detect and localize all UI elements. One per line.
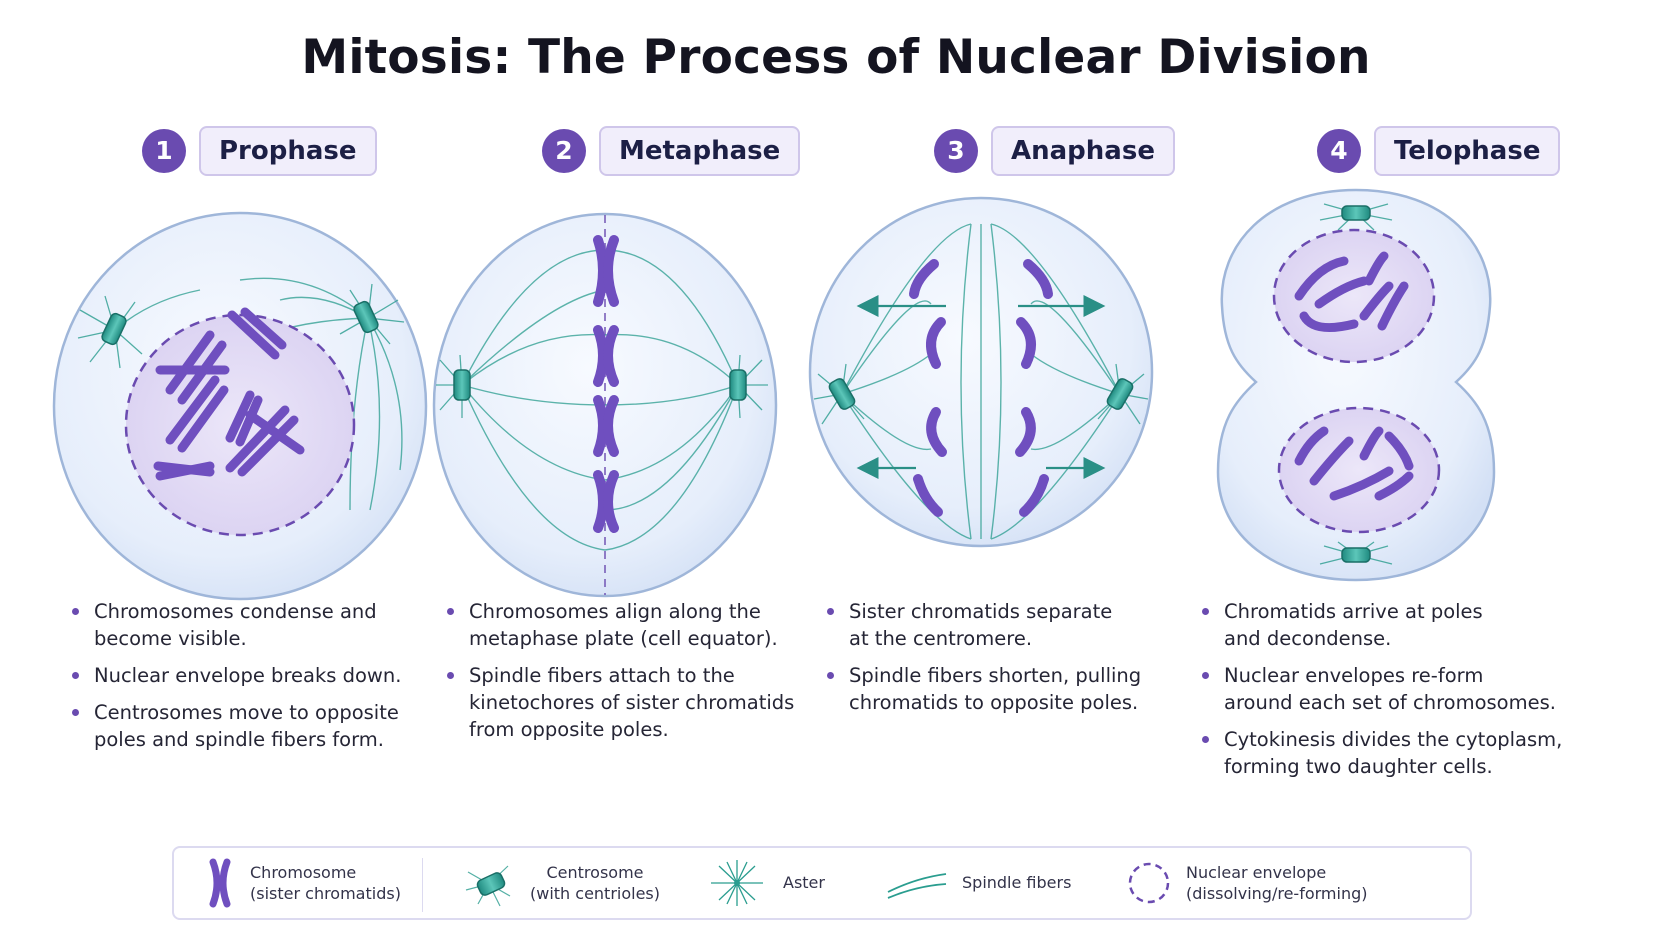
page-title: Mitosis: The Process of Nuclear Division <box>301 30 1371 85</box>
centrosome-icon <box>453 369 747 401</box>
centrosome-icon <box>1341 205 1371 563</box>
bullet-item: Nuclear envelope breaks down. <box>70 662 430 689</box>
bullet-item: Cytokinesis divides the cytoplasm,formin… <box>1200 726 1620 780</box>
legend-item-aster: Aster <box>709 848 849 918</box>
legend-label: Nuclear envelope(dissolving/re-forming) <box>1186 863 1368 903</box>
spindle-fibers <box>841 223 1121 540</box>
telophase-cell <box>1216 188 1496 582</box>
legend-divider <box>422 858 423 912</box>
centrosome-icon <box>828 378 1134 410</box>
phase-number: 4 <box>1317 129 1361 173</box>
chromosome-icon <box>209 858 231 908</box>
centrosome-icon <box>101 300 379 346</box>
aster-icon <box>711 860 763 906</box>
legend-item-centrosome: Centrosome(with centrioles) <box>464 848 694 918</box>
phase-name: Telophase <box>1374 126 1561 176</box>
chromosome-icon <box>593 235 619 533</box>
legend: Chromosome(sister chromatids) Centrosome… <box>172 846 1472 920</box>
nuclear-envelope-icon <box>1128 862 1170 904</box>
phase-number: 3 <box>934 129 978 173</box>
centrosome-icon <box>465 865 511 907</box>
phase-name: Anaphase <box>991 126 1175 176</box>
legend-item-spindle-fibers: Spindle fibers <box>886 848 1086 918</box>
phase-number: 2 <box>542 129 586 173</box>
legend-label: Centrosome(with centrioles) <box>530 863 661 903</box>
legend-label: Aster <box>783 873 825 892</box>
chromosome-icon <box>153 307 305 481</box>
direction-arrows <box>856 295 1106 479</box>
legend-label: Spindle fibers <box>962 873 1072 892</box>
legend-item-chromosome: Chromosome(sister chromatids) <box>194 848 414 918</box>
phase-name: Metaphase <box>599 126 801 176</box>
phase-number: 1 <box>142 129 186 173</box>
legend-item-nuclear-envelope: Nuclear envelope(dissolving/re-forming) <box>1126 848 1426 918</box>
phase-name: Prophase <box>199 126 377 176</box>
anaphase-cell <box>808 196 1154 548</box>
spindle-fibers <box>461 249 739 551</box>
nuclear-envelope-icon <box>1277 406 1441 534</box>
prophase-cell <box>52 211 428 601</box>
chromosome-icon <box>909 259 1053 517</box>
legend-label: Chromosome(sister chromatids) <box>250 863 401 903</box>
chromosome-icon <box>1294 251 1414 501</box>
spindle-fibers-icon <box>887 873 947 899</box>
metaphase-cell <box>432 212 778 598</box>
